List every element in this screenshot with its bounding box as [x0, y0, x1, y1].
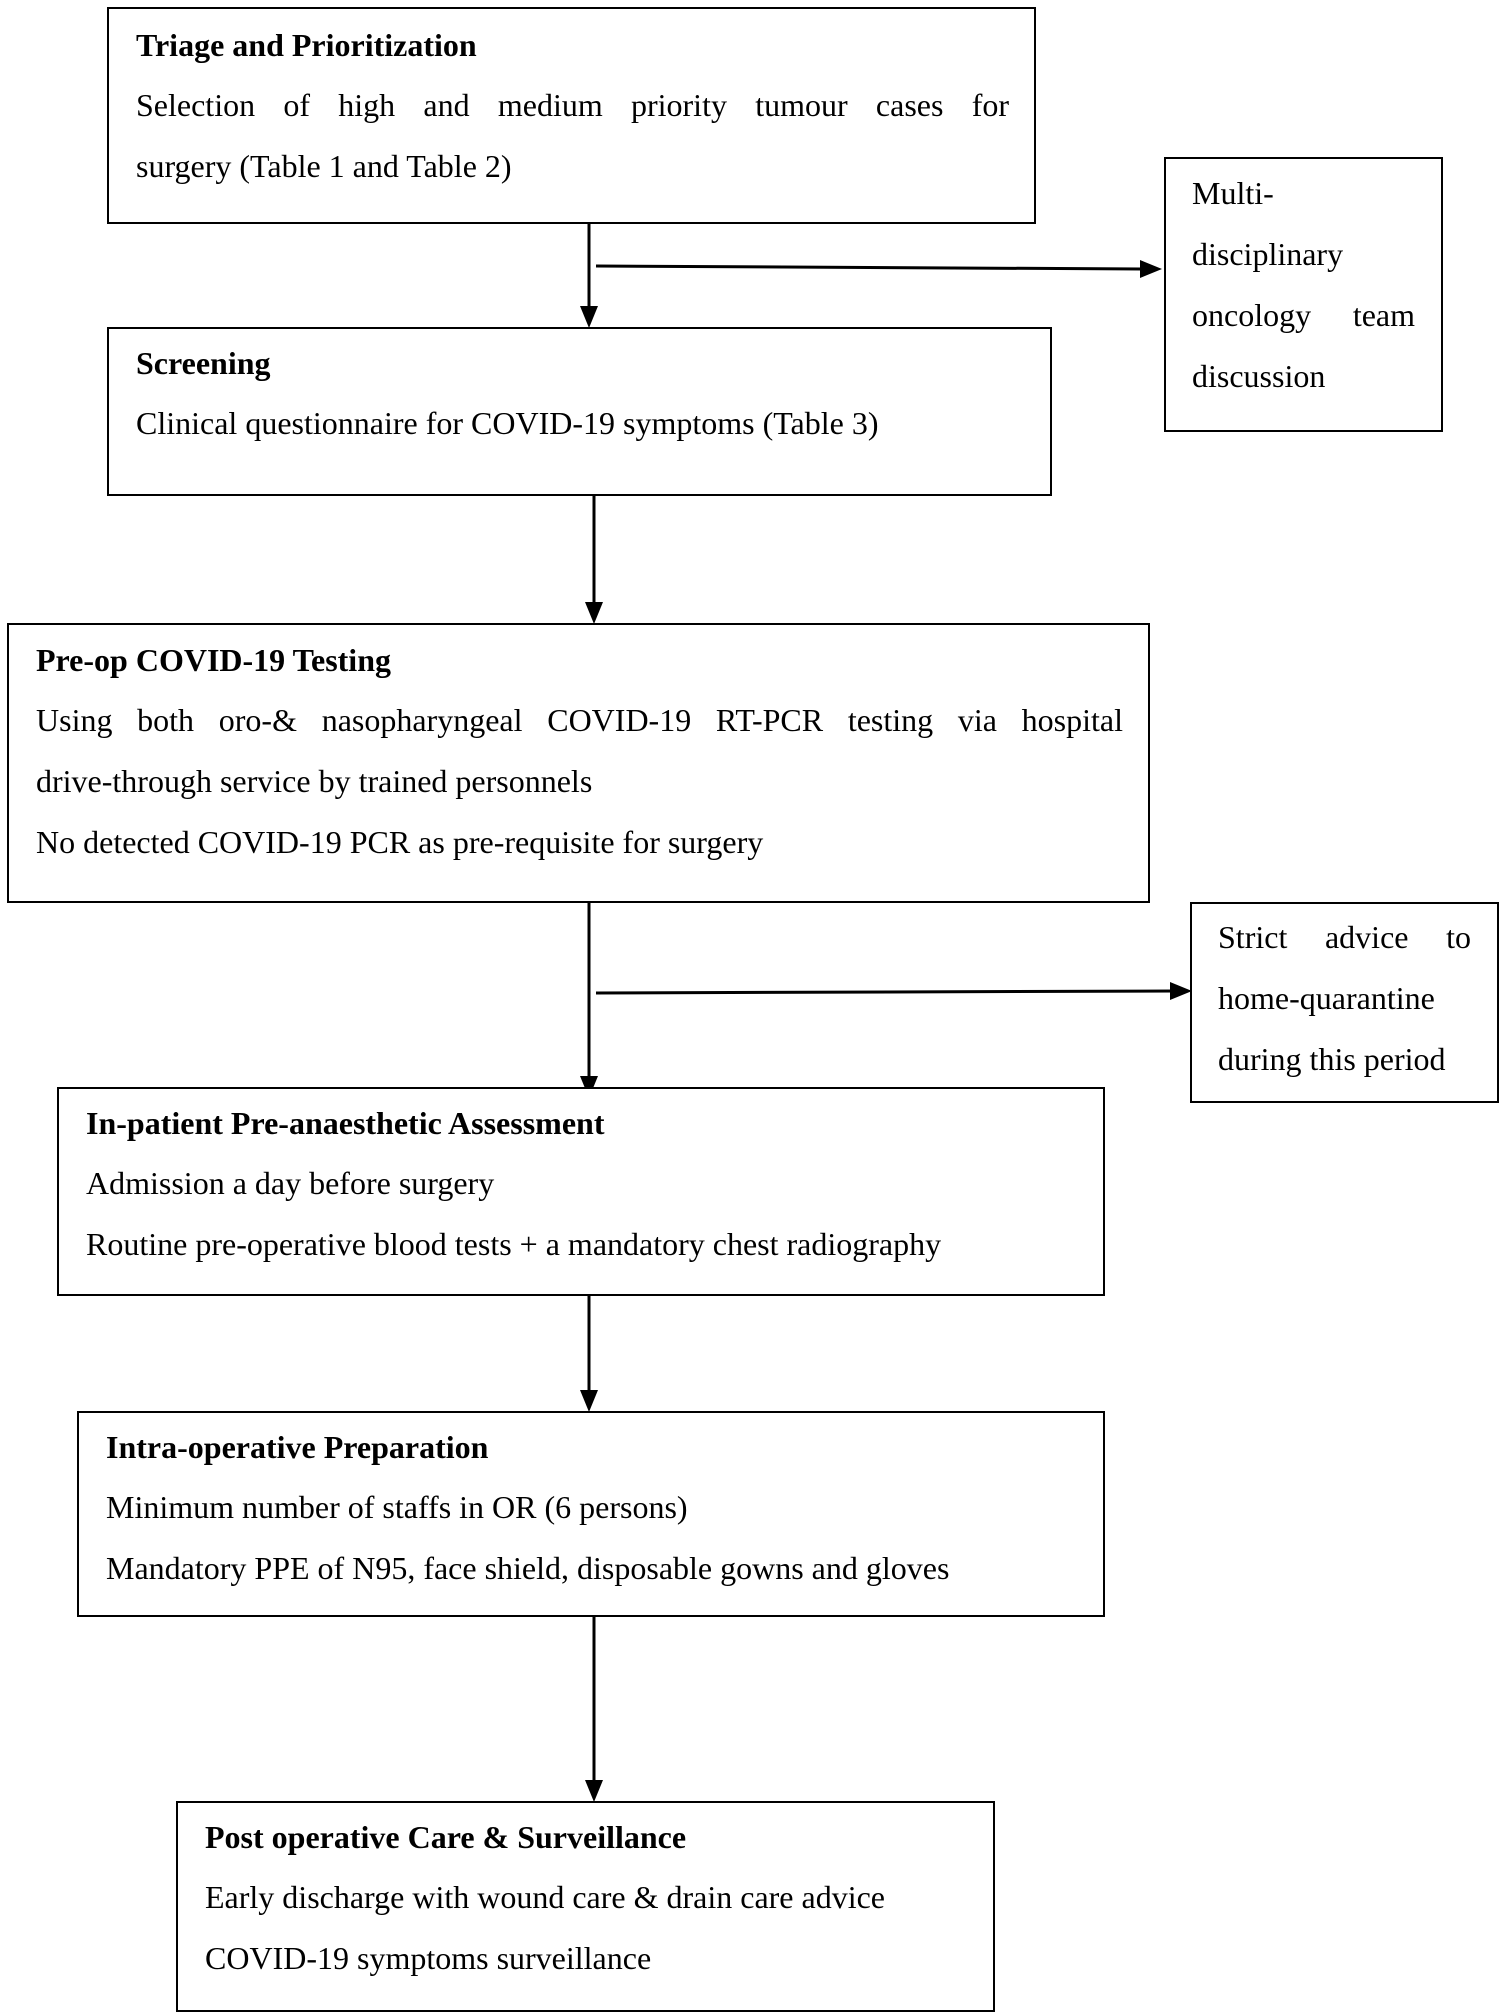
preop-testing-line-2: drive-through service by trained personn… [36, 763, 593, 799]
quarantine-line-2: home-quarantine [1218, 980, 1435, 1016]
postop-line-2: COVID-19 symptoms surveillance [205, 1940, 652, 1976]
preop-testing-line-3: No detected COVID-19 PCR as pre-requisit… [36, 824, 764, 860]
triage-box: Triage and Prioritization Selection of h… [107, 7, 1036, 224]
arrowhead-quarantine [1170, 982, 1192, 1000]
inpatient-assessment-box: In-patient Pre-anaesthetic Assessment Ad… [57, 1087, 1105, 1296]
mdt-line-3: oncology team [1192, 297, 1415, 333]
quarantine-advice-box: Strict advice to home-quarantine during … [1190, 902, 1499, 1103]
quarantine-line-1: Strict advice to [1218, 919, 1471, 955]
intraop-line-2: Mandatory PPE of N95, face shield, dispo… [106, 1550, 950, 1586]
arrowhead-postop [585, 1780, 603, 1802]
arrowhead-screening [580, 306, 598, 328]
mdt-discussion-box: Multi- disciplinary oncology team discus… [1164, 157, 1443, 432]
inpatient-title: In-patient Pre-anaesthetic Assessment [86, 1105, 605, 1141]
triage-title: Triage and Prioritization [136, 27, 477, 63]
mdt-line-1: Multi- [1192, 175, 1274, 211]
inpatient-line-1: Admission a day before surgery [86, 1165, 495, 1201]
preop-testing-title: Pre-op COVID-19 Testing [36, 642, 391, 678]
arrowhead-mdt [1140, 260, 1162, 278]
postop-line-1: Early discharge with wound care & drain … [205, 1879, 885, 1915]
postop-title: Post operative Care & Surveillance [205, 1819, 687, 1855]
inpatient-line-2: Routine pre-operative blood tests + a ma… [86, 1226, 942, 1262]
screening-title: Screening [136, 345, 271, 381]
intraop-line-1: Minimum number of staffs in OR (6 person… [106, 1489, 688, 1525]
screening-line-1: Clinical questionnaire for COVID-19 symp… [136, 405, 879, 441]
mdt-line-2: disciplinary [1192, 236, 1344, 272]
preop-testing-line-1: Using both oro-& nasopharyngeal COVID-19… [36, 702, 1123, 738]
triage-line-1: Selection of high and medium priority tu… [136, 87, 1009, 123]
postop-care-box: Post operative Care & Surveillance Early… [176, 1801, 995, 2012]
triage-line-2: surgery (Table 1 and Table 2) [136, 148, 512, 184]
intraop-title: Intra-operative Preparation [106, 1429, 489, 1465]
screening-box: Screening Clinical questionnaire for COV… [107, 327, 1052, 496]
quarantine-line-3: during this period [1218, 1041, 1446, 1077]
arrowhead-intraop [580, 1390, 598, 1412]
arrowhead-testing [585, 602, 603, 624]
mdt-line-4: discussion [1192, 358, 1326, 394]
arrow-branch-to-mdt [595, 264, 1143, 271]
arrow-branch-to-quarantine [595, 989, 1177, 995]
preop-testing-box: Pre-op COVID-19 Testing Using both oro-&… [7, 623, 1150, 903]
intraop-preparation-box: Intra-operative Preparation Minimum numb… [77, 1411, 1105, 1617]
